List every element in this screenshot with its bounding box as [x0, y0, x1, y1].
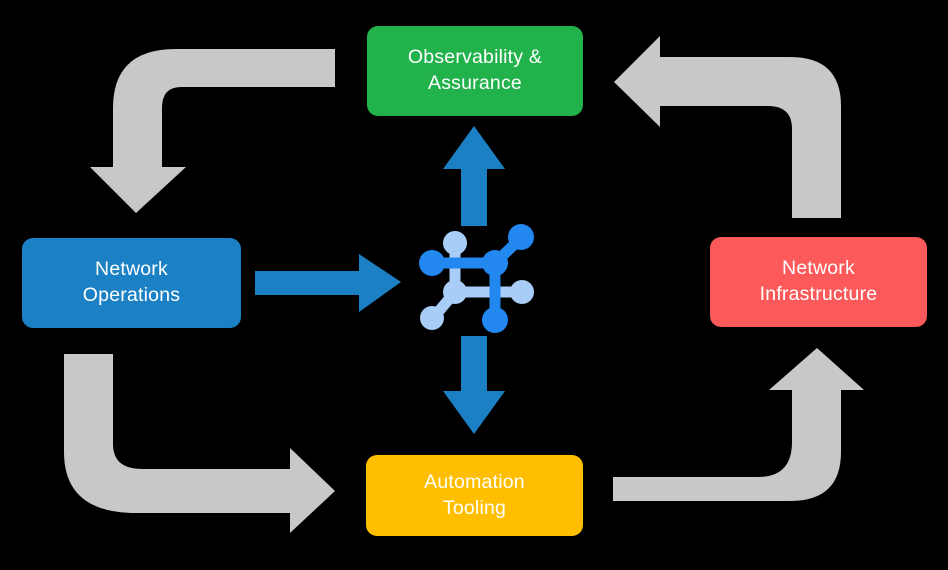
accent-arrow-right: [255, 254, 401, 312]
node-network-infrastructure[interactable]: Network Infrastructure: [710, 237, 927, 327]
node-observability-assurance[interactable]: Observability & Assurance: [367, 26, 583, 116]
node-automation-tooling[interactable]: Automation Tooling: [366, 455, 583, 536]
node-dot-top-left: [443, 231, 467, 255]
flow-arrow-automation-to-infrastructure: [613, 348, 864, 501]
topology-nodes-dark: [419, 224, 534, 333]
node-dot-left: [419, 250, 445, 276]
node-dot-bottom-left: [420, 306, 444, 330]
node-dot-bottom: [482, 307, 508, 333]
accent-arrow-up: [443, 126, 505, 226]
node-network-operations[interactable]: Network Operations: [22, 238, 241, 328]
node-label-observability: Observability & Assurance: [407, 46, 543, 94]
flow-arrow-infrastructure-to-observability: [614, 36, 841, 218]
node-dot-mid-left: [443, 280, 467, 304]
node-label-operations: Network Operations: [82, 258, 181, 306]
flow-arrow-observability-to-operations: [90, 49, 335, 213]
node-label-infrastructure: Network Infrastructure: [759, 257, 878, 305]
accent-arrow-down: [443, 336, 505, 434]
node-label-automation: Automation Tooling: [424, 470, 525, 519]
node-dot-mid-right: [510, 280, 534, 304]
node-dot-top-right: [508, 224, 534, 250]
topology-nodes-light: [420, 231, 534, 330]
node-dot-center: [482, 250, 508, 276]
flow-arrow-operations-to-automation: [64, 354, 335, 533]
